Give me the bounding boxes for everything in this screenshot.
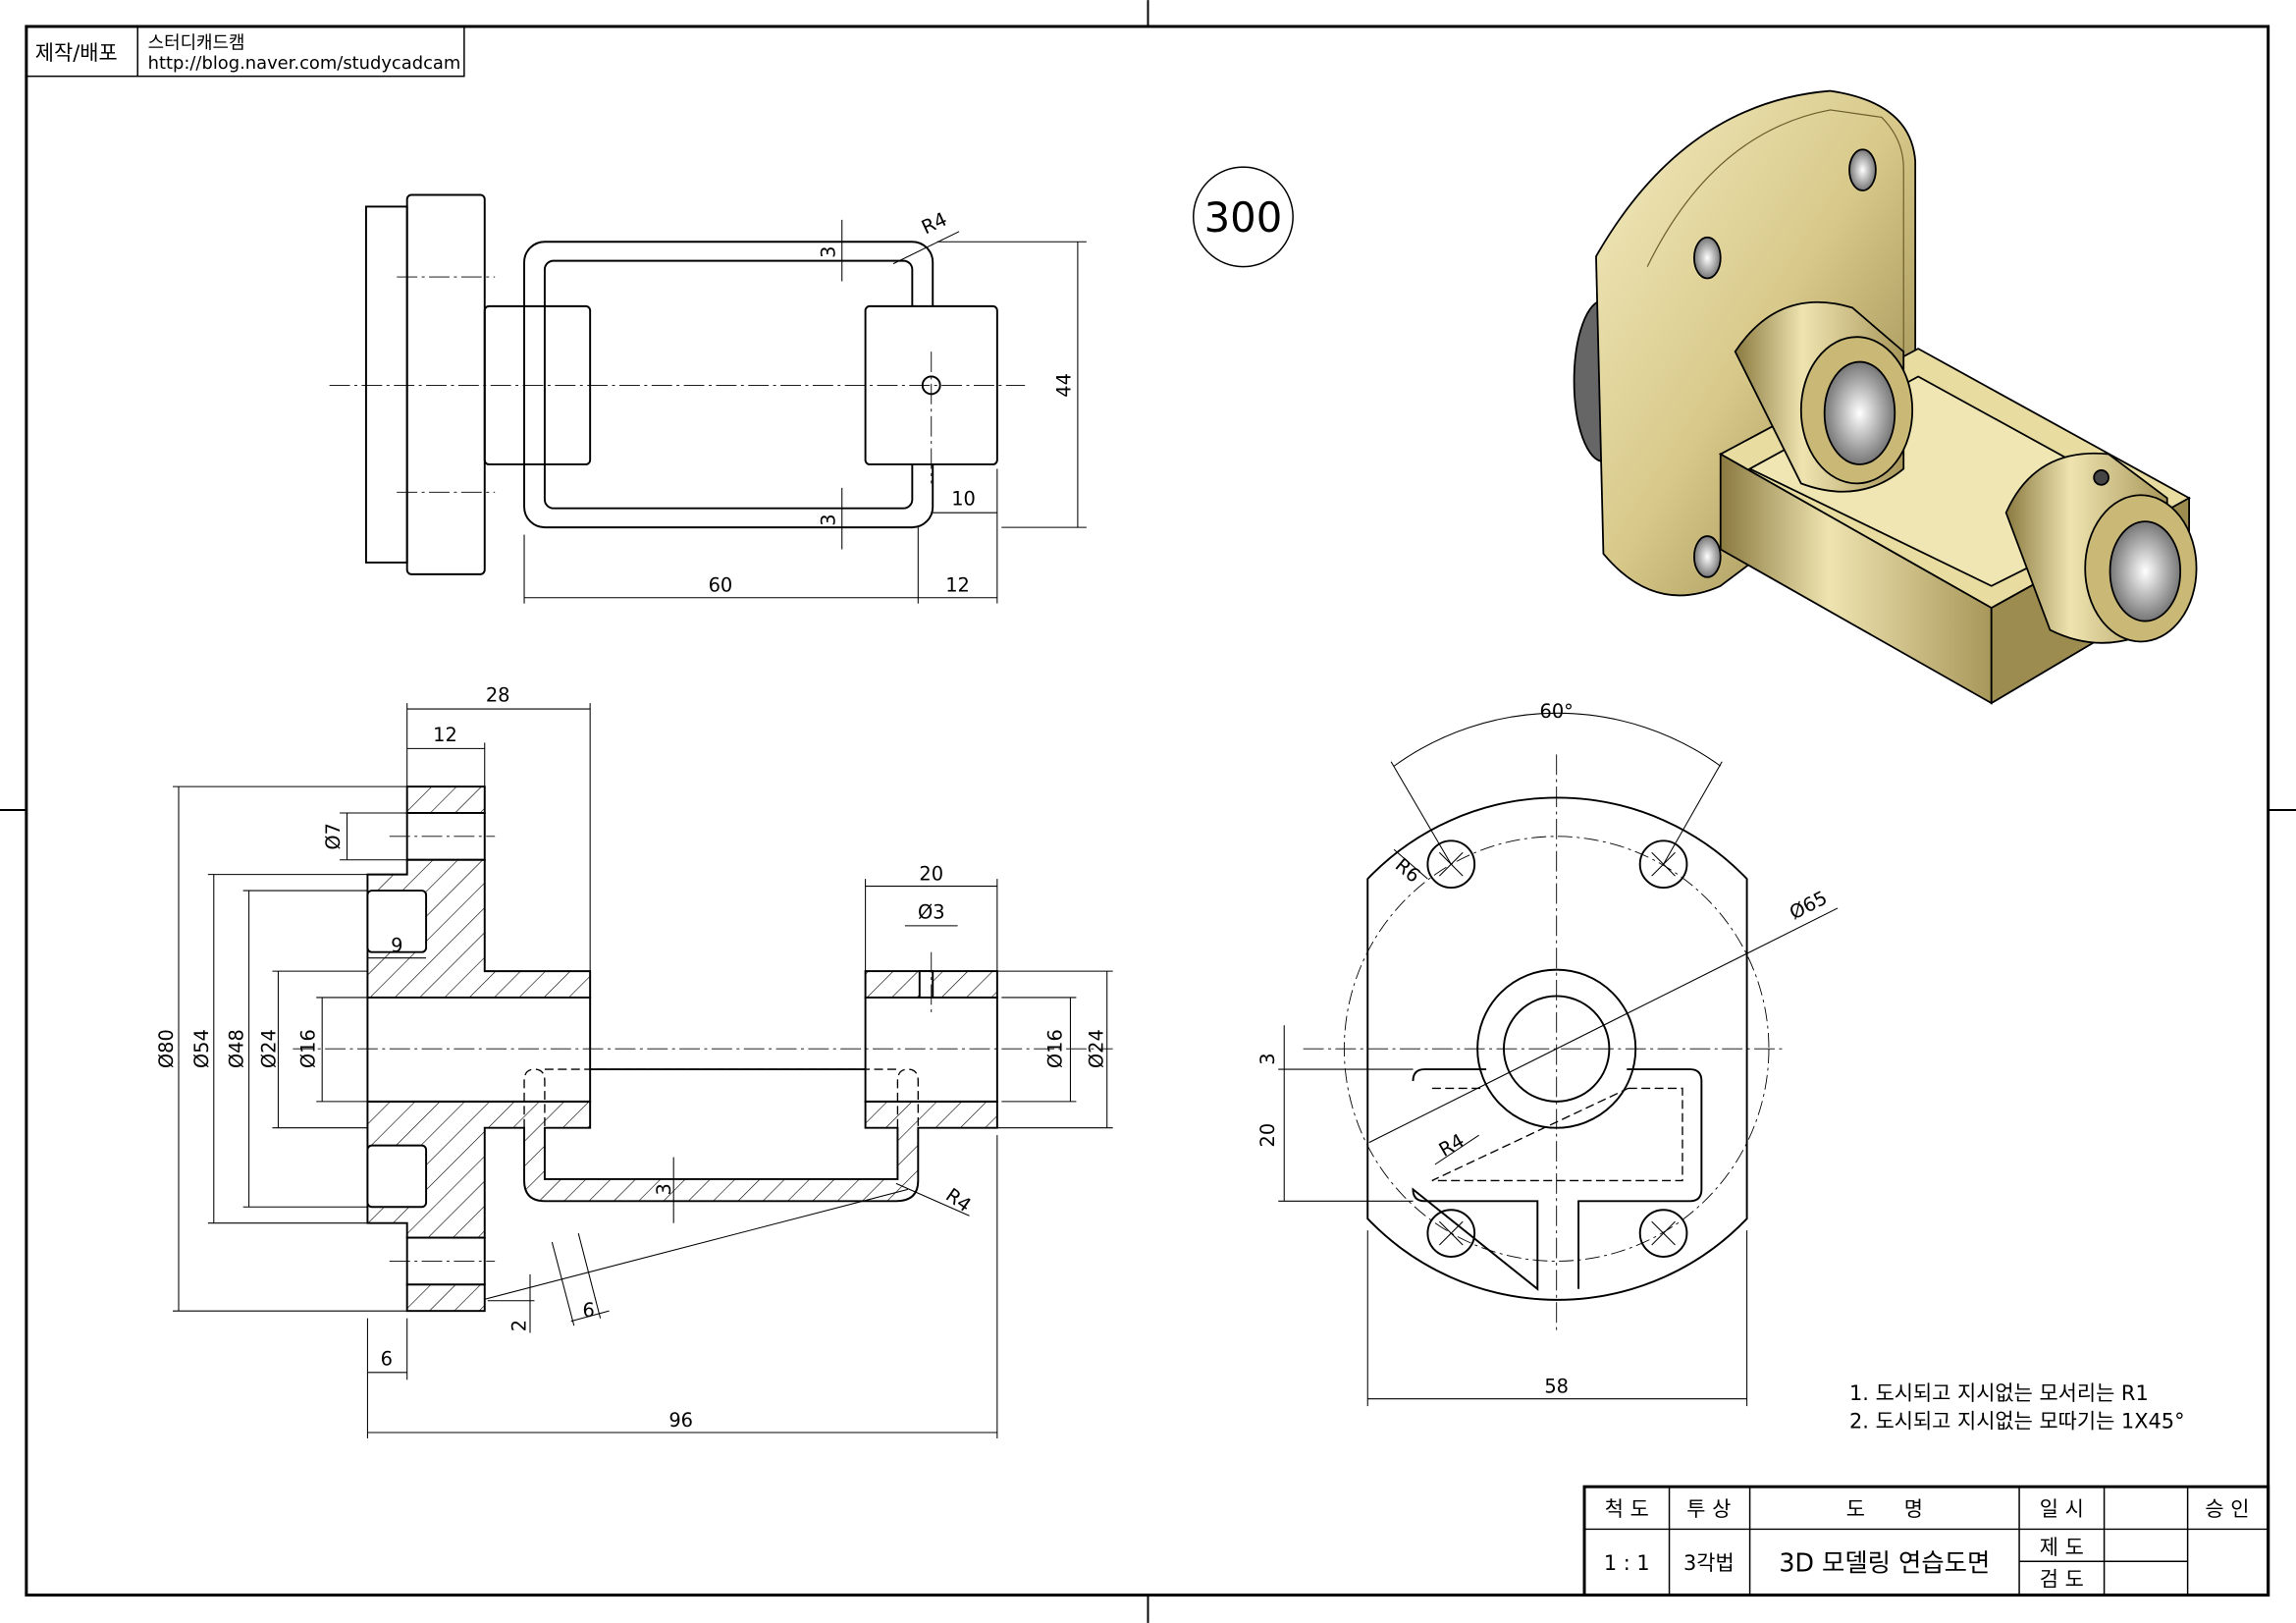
top-view-dims-height: 44 <box>1052 373 1075 398</box>
author-url[interactable]: http://blog.naver.com/studycadcam <box>148 53 461 74</box>
front-dims-r4: R4 <box>1435 1129 1468 1162</box>
author-name: 스터디캐드캠 <box>148 32 245 53</box>
section-dims-d7: Ø7 <box>322 823 345 850</box>
title-block-scale: 1 : 1 <box>1604 1551 1650 1575</box>
section-dims-d16: Ø16 <box>297 1029 320 1068</box>
author-box: 제작/배포 스터디캐드캠 http://blog.naver.com/study… <box>26 26 465 78</box>
front-dims-v3: 3 <box>1256 1053 1279 1064</box>
front-dims-r6: R6 <box>1391 853 1425 887</box>
title-block-drawn-label: 제 도 <box>2040 1536 2084 1559</box>
section-dims-d48: Ø48 <box>226 1029 248 1068</box>
notes: 1. 도시되고 지시없는 모서리는 R1 2. 도시되고 지시없는 모따기는 1… <box>1849 1381 2185 1433</box>
section-dims-d6: 6 <box>583 1299 595 1322</box>
title-block-scale-label: 척 도 <box>1605 1497 1649 1521</box>
section-dims-d80: Ø80 <box>155 1029 178 1068</box>
title-block-projection: 3각법 <box>1683 1551 1735 1575</box>
section-dims-d12: 12 <box>433 724 457 746</box>
title-block-checked-label: 검 도 <box>2040 1568 2084 1592</box>
section-dims-d3: Ø3 <box>918 900 945 923</box>
title-block-approve-label: 승 인 <box>2205 1497 2249 1521</box>
section-dims-d24: Ø24 <box>257 1029 280 1068</box>
section-dims-d2: 2 <box>508 1320 531 1331</box>
front-dims-v20: 20 <box>1256 1123 1279 1148</box>
note-1: 1. 도시되고 지시없는 모서리는 R1 <box>1849 1381 2149 1405</box>
section-view: 28 12 Ø7 9 Ø80 Ø54 Ø48 Ø24 Ø16 20 Ø3 Ø16… <box>155 684 1113 1438</box>
title-block-name: 3D 모델링 연습도면 <box>1779 1548 1990 1578</box>
top-view-dims-hole-offset: 10 <box>951 488 976 511</box>
title-block-date-label: 일 시 <box>2040 1497 2084 1521</box>
front-dims-w58: 58 <box>1544 1376 1569 1398</box>
title-block-projection-label: 투 상 <box>1686 1497 1731 1521</box>
section-dims-d6b: 6 <box>381 1347 393 1370</box>
note-2: 2. 도시되고 지시없는 모따기는 1X45° <box>1849 1410 2185 1434</box>
author-label: 제작/배포 <box>35 41 118 65</box>
drawing-number: 300 <box>1204 193 1283 242</box>
isometric-model <box>1573 89 2198 705</box>
title-block: 척 도 투 상 도 명 일 시 승 인 1 : 1 3각법 3D 모델링 연습도… <box>1582 1485 2270 1597</box>
section-dims-r4: R4 <box>941 1184 975 1217</box>
top-view-dims-length: 60 <box>709 574 733 597</box>
section-dims-d9: 9 <box>391 935 402 957</box>
section-dims-d20: 20 <box>919 863 943 886</box>
section-dims-d28: 28 <box>486 684 510 707</box>
section-dims-d24r: Ø24 <box>1085 1029 1107 1068</box>
drawing-number-bubble: 300 <box>1192 166 1294 268</box>
top-view-dims-wall-bottom: 3 <box>817 514 839 525</box>
section-dims-d96: 96 <box>668 1409 693 1432</box>
top-view: 3 3 R4 44 10 60 12 <box>329 193 1087 604</box>
section-dims-d54: Ø54 <box>190 1029 213 1068</box>
section-dims-d16r: Ø16 <box>1043 1029 1066 1068</box>
top-view-dims-radius: R4 <box>918 208 950 240</box>
title-block-name-label: 도 명 <box>1846 1497 1923 1521</box>
front-dims-d65: Ø65 <box>1786 887 1831 925</box>
front-dims-angle: 60° <box>1540 700 1574 723</box>
top-view-dims-wall-top: 3 <box>817 246 839 258</box>
top-view-dims-boss: 12 <box>945 574 970 597</box>
sheet-border <box>25 25 2270 1597</box>
section-dims-t3: 3 <box>653 1183 675 1195</box>
front-view: 60° R6 Ø65 3 20 R4 58 <box>1256 700 1839 1407</box>
